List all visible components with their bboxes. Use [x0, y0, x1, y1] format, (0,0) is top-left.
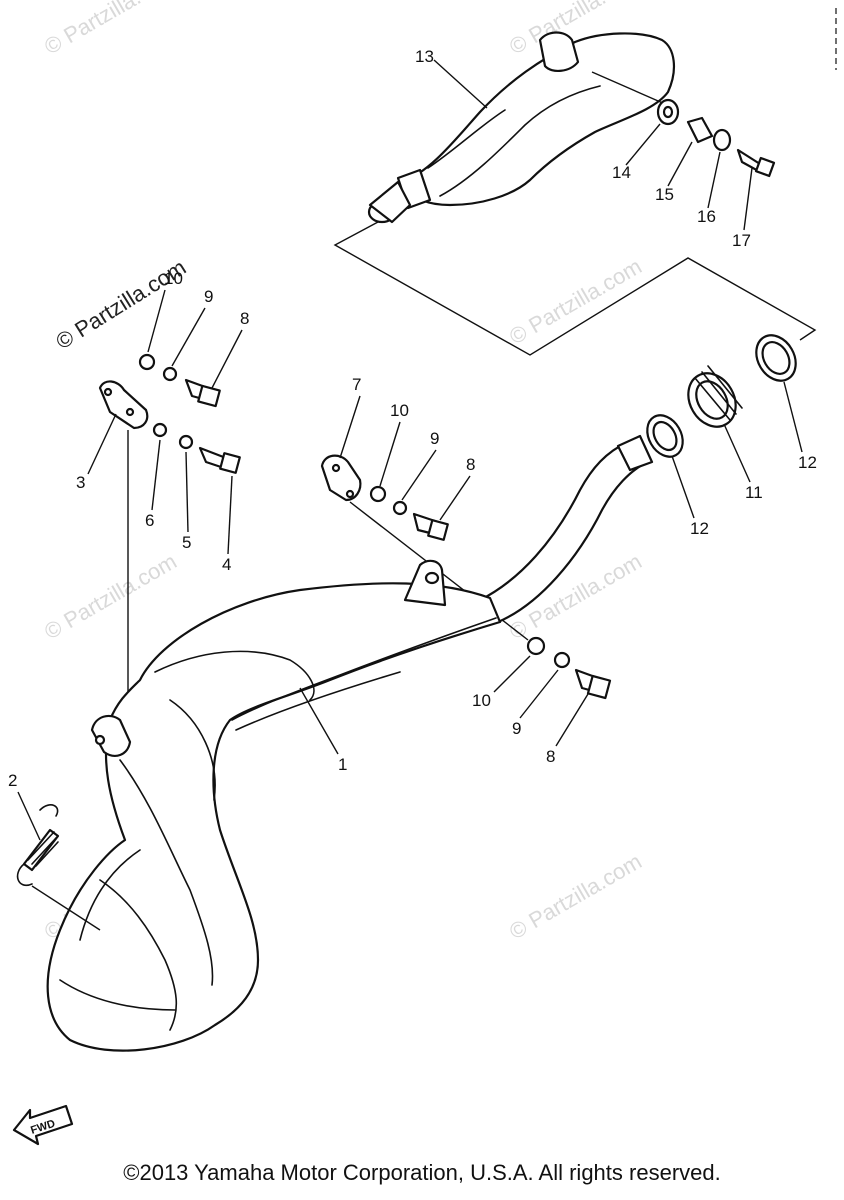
callout-10a: 10	[164, 269, 183, 288]
washer-10a	[138, 353, 156, 371]
callout-10c: 10	[472, 691, 491, 710]
fwd-arrow: FWD	[12, 1104, 74, 1146]
watermark: © Partzilla.com	[505, 254, 646, 350]
callout-9a: 9	[204, 287, 213, 306]
silencer-13	[367, 31, 676, 224]
callouts-left: 10 9 8 3 6 5 4	[76, 269, 249, 574]
callout-9b: 9	[430, 429, 439, 448]
callout-11: 11	[745, 483, 763, 502]
exhaust-pipe-1	[46, 434, 654, 1052]
washer-6	[152, 422, 168, 438]
callout-16: 16	[697, 207, 716, 226]
washer-10b	[369, 485, 387, 503]
callouts-center: 7 10 9 8	[339, 375, 475, 521]
clamps-gasket	[646, 334, 797, 458]
hardware-8-10-bottom: 10 9 8	[472, 636, 612, 766]
bracket-7-group	[320, 454, 449, 541]
callout-12a: 12	[690, 519, 709, 538]
watermark: © Partzilla.com	[505, 849, 646, 945]
washer-9b	[392, 500, 408, 516]
callout-8b: 8	[466, 455, 475, 474]
washer-9a	[162, 366, 178, 382]
bracket-7	[320, 454, 362, 502]
leader	[591, 71, 666, 105]
callout-7: 7	[352, 375, 361, 394]
callout-1-group: 1	[299, 687, 347, 774]
callout-8c: 8	[546, 747, 555, 766]
washer-16	[712, 128, 732, 152]
washer-5	[178, 434, 194, 450]
callouts-clamps: 12 11 12	[671, 381, 817, 538]
washer-10c	[526, 636, 546, 656]
connector-lines	[333, 221, 817, 356]
callout-10b: 10	[390, 401, 409, 420]
callout-8a: 8	[240, 309, 249, 328]
callout-6: 6	[145, 511, 154, 530]
copyright-text: ©2013 Yamaha Motor Corporation, U.S.A. A…	[123, 1160, 721, 1185]
callout-5: 5	[182, 533, 191, 552]
callout-14: 14	[612, 163, 631, 182]
callout-2: 2	[8, 771, 17, 790]
washer-9c	[553, 651, 571, 669]
collar-15	[686, 116, 714, 144]
callout-12b: 12	[798, 453, 817, 472]
watermark: © Partzilla.com	[40, 549, 181, 645]
callout-13: 13	[415, 47, 434, 66]
callout-1: 1	[338, 755, 347, 774]
spring-2: 2	[8, 771, 101, 931]
callout-17: 17	[732, 231, 751, 250]
callout-4: 4	[222, 555, 231, 574]
bracket-3-group	[98, 353, 241, 474]
callouts-top: 13 14 15 16 17	[415, 47, 753, 250]
callout-3: 3	[76, 473, 85, 492]
callout-15: 15	[655, 185, 674, 204]
watermark: © Partzilla.com	[40, 0, 181, 59]
callout-9c: 9	[512, 719, 521, 738]
hardware-14-17	[656, 98, 776, 178]
